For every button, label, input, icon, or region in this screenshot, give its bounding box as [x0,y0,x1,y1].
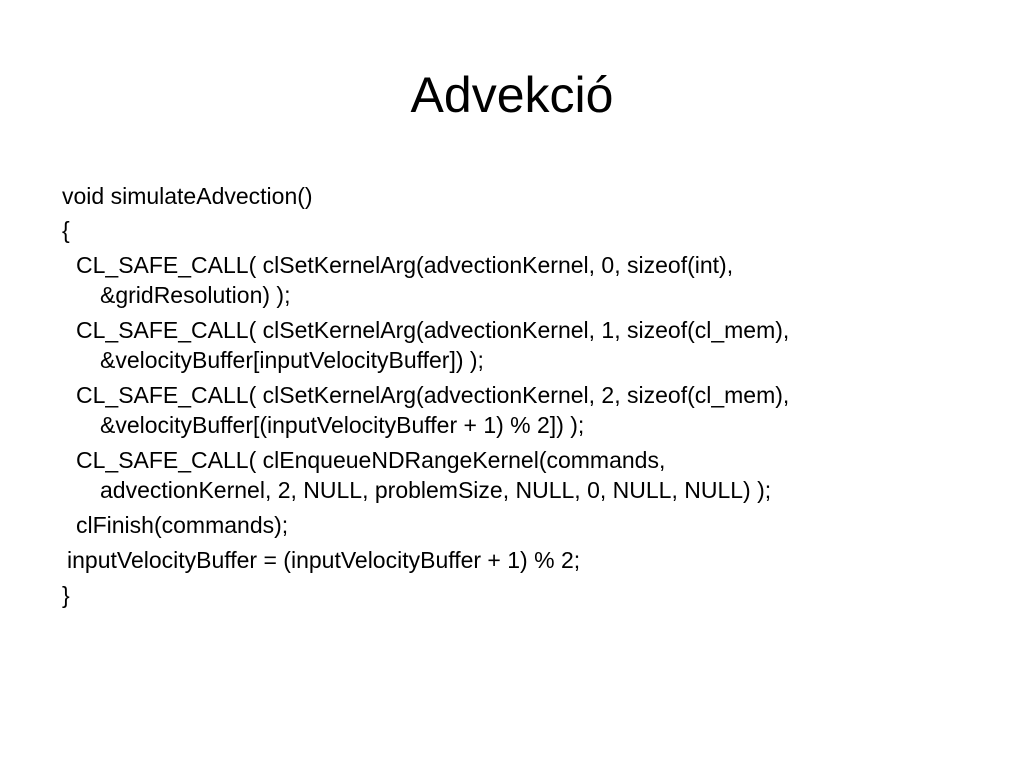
code-line-continuation: &velocityBuffer[inputVelocityBuffer]) ); [100,347,484,373]
code-statement-enqueue-kernel: CL_SAFE_CALL( clEnqueueNDRangeKernel(com… [62,445,962,505]
slide-title: Advekció [410,67,614,123]
code-line: CL_SAFE_CALL( clSetKernelArg(advectionKe… [76,252,734,278]
code-line: CL_SAFE_CALL( clSetKernelArg(advectionKe… [76,317,790,343]
code-statement-finish: clFinish(commands); [62,510,962,540]
code-line-continuation: &velocityBuffer[(inputVelocityBuffer + 1… [100,412,585,438]
code-statement-set-arg-2: CL_SAFE_CALL( clSetKernelArg(advectionKe… [62,380,962,440]
code-line: CL_SAFE_CALL( clSetKernelArg(advectionKe… [76,382,790,408]
code-line: CL_SAFE_CALL( clEnqueueNDRangeKernel(com… [76,447,666,473]
code-line: clFinish(commands); [76,512,289,538]
code-statement-set-arg-0: CL_SAFE_CALL( clSetKernelArg(advectionKe… [62,250,962,310]
code-line-continuation: advectionKernel, 2, NULL, problemSize, N… [100,477,772,503]
code-line-continuation: &gridResolution) ); [100,282,291,308]
code-close-brace: } [62,582,70,608]
code-block: void simulateAdvection() { CL_SAFE_CALL(… [62,181,962,610]
code-open-brace: { [62,217,70,243]
code-statement-set-arg-1: CL_SAFE_CALL( clSetKernelArg(advectionKe… [62,315,962,375]
code-statement-swap-buffer: inputVelocityBuffer = (inputVelocityBuff… [67,547,581,573]
code-function-signature: void simulateAdvection() [62,183,313,209]
